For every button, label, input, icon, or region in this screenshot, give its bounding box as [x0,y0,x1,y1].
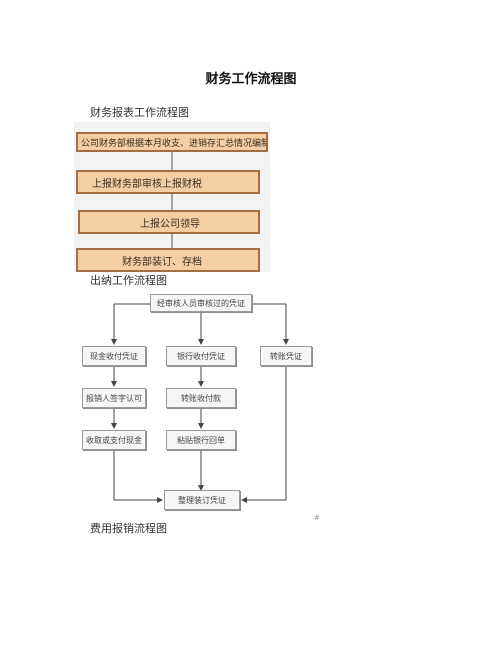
cashier-cash-voucher-label: 现金收付凭证 [90,351,138,361]
cashier-transfer-voucher-label: 转账凭证 [270,351,302,361]
cashier-bank-voucher: 银行收付凭证 [166,346,236,366]
cashier-top-box: 经审核人员审核过的凭证 [150,294,252,312]
cashier-bank-voucher-label: 银行收付凭证 [177,351,225,361]
cashier-bank-receipt: 粘贴银行回单 [166,430,236,450]
report-step-3: 上报公司领导 [78,210,260,234]
cashier-transfer-voucher: 转账凭证 [260,346,312,366]
section-heading-cashier: 出纳工作流程图 [90,274,167,287]
page-title: 财务工作流程图 [205,72,297,87]
report-step-1-label: 公司财务部根据本月收支、进销存汇总情况编制财务报表 [81,138,268,149]
report-step-1: 公司财务部根据本月收支、进销存汇总情况编制财务报表 [76,132,268,152]
footnote-mark: # [314,514,320,522]
arrow-transfer-to-bind [241,366,287,503]
cashier-pay-cash: 收取或支付现金 [82,430,146,450]
cashier-transfer-payment: 转账收付款 [166,388,236,408]
report-step-3-label: 上报公司领导 [140,218,200,230]
cashier-sign-confirm-label: 报销人签字认可 [86,393,142,403]
cashier-top-label: 经审核人员审核过的凭证 [157,298,245,308]
cashier-transfer-payment-label: 转账收付款 [181,393,221,403]
cashier-cash-voucher: 现金收付凭证 [82,346,146,366]
report-step-4-label: 财务部装订、存档 [122,256,202,268]
cashier-bind-voucher-label: 整理装订凭证 [178,495,226,505]
cashier-bind-voucher: 整理装订凭证 [164,490,240,510]
cashier-flow-connectors [111,303,289,503]
section-heading-report: 财务报表工作流程图 [90,106,189,119]
cashier-flow-figure: 经审核人员审核过的凭证 现金收付凭证 报销人签字认可 收取或支付现金 银行收付凭… [74,286,318,518]
cashier-pay-cash-label: 收取或支付现金 [86,435,142,445]
report-step-2-label: 上报财务部审核上报财税 [92,178,202,190]
cashier-sign-confirm: 报销人签字认可 [82,388,146,408]
cashier-bank-receipt-label: 粘贴银行回单 [177,435,225,445]
report-step-4: 财务部装订、存档 [76,248,260,272]
report-flow-figure: 公司财务部根据本月收支、进销存汇总情况编制财务报表 上报财务部审核上报财税 上报… [74,122,270,272]
section-heading-expense: 费用报销流程图 [90,522,167,535]
arrow-top-to-transfer [252,303,289,345]
arrow-top-to-cash [111,303,150,345]
arrow-pay-to-bind [113,450,163,503]
report-step-2: 上报财务部审核上报财税 [76,170,260,194]
